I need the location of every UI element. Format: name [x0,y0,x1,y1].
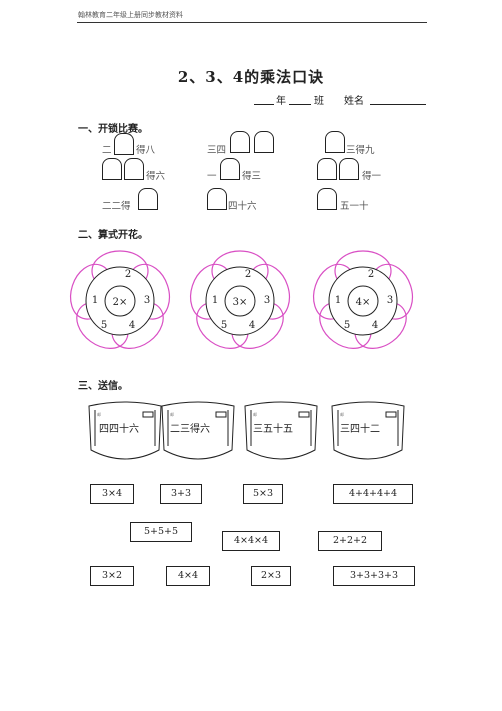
envelope-outline [331,401,405,460]
section-flower-title: 二、算式开花。 [78,230,148,241]
page-header: 翰林教育二年级上册同步教材资料 [78,11,183,19]
lock-blank[interactable] [124,158,144,180]
flower-label-bottom-right: 4 [372,320,378,331]
envelope-postmark: 邮 [340,412,344,417]
flower: 3× 2 1 3 5 4 [189,250,291,349]
lock-blank[interactable] [254,131,274,153]
flower: 4× 2 1 3 5 4 [312,250,414,349]
answer-box[interactable]: 5×3 [243,484,283,504]
lock-blank[interactable] [317,158,337,180]
answer-box[interactable]: 4×4 [166,566,210,586]
name-blank[interactable] [370,93,426,105]
lock-row3-prefix: 二二得 [102,201,131,212]
lock-row2b-suffix: 得三 [242,171,262,182]
lock-blank[interactable] [317,188,337,210]
flower-inner-circle [224,285,256,317]
envelope-label: 四四十六 [99,424,139,435]
envelope-postmark: 邮 [253,412,257,417]
flower-label-center: 4× [356,297,371,308]
answer-box[interactable]: 3×2 [90,566,134,586]
envelope: 邮四四十六 [87,398,163,464]
flower-label-bottom-left: 5 [344,320,350,331]
lock-blank[interactable] [207,188,227,210]
envelope: 邮三五十五 [243,398,319,464]
flower-label-left: 1 [335,295,341,306]
lock-row2c-suffix: 得一 [362,171,382,182]
envelope: 邮二三得六 [160,398,236,464]
lock-blank[interactable] [339,158,359,180]
answer-box[interactable]: 2+2+2 [318,531,382,551]
flower-label-right: 3 [264,295,270,306]
flower-label-bottom-right: 4 [129,320,135,331]
envelope-outline [244,401,318,460]
flower-outer-circle [205,266,275,336]
lock-blank[interactable] [220,158,240,180]
envelope-postmark: 邮 [170,412,174,417]
answer-box[interactable]: 3+3+3+3 [333,566,415,586]
flower-label-bottom-left: 5 [101,320,107,331]
year-blank[interactable] [254,93,274,105]
flower: 2× 2 1 3 5 4 [69,250,171,349]
answer-box[interactable]: 3+3 [160,484,202,504]
lock-row1-prefix: 二 [102,145,112,156]
lock-blank[interactable] [114,133,134,155]
lock-row1c-suffix: 三得九 [346,145,375,156]
lock-row1b-prefix: 三四 [207,145,227,156]
answer-box[interactable]: 4+4+4+4 [333,484,413,504]
flower-label-top: 2 [368,269,374,280]
envelope-outline [88,401,162,460]
year-label: 年 [276,96,286,107]
envelope-postmark: 邮 [97,412,101,417]
flower-label-right: 3 [387,295,393,306]
flower-label-left: 1 [92,295,98,306]
section-unlock-title: 一、开锁比赛。 [78,124,148,135]
answer-box[interactable]: 3×4 [90,484,134,504]
flower-outer-circle [85,266,155,336]
flower-label-top: 2 [125,269,131,280]
flower-label-bottom-right: 4 [249,320,255,331]
answer-box[interactable]: 4×4×4 [222,531,280,551]
class-label: 班 [314,96,324,107]
lock-blank[interactable] [138,188,158,210]
envelope-label: 三五十五 [253,424,293,435]
flowers-figure: 2× 2 1 3 5 4 3× 2 1 3 5 4 4× 2 1 3 5 4 [69,250,414,349]
page-title: 2、3、4的乘法口诀 [177,68,325,86]
flower-label-top: 2 [245,269,251,280]
lock-blank[interactable] [102,158,122,180]
envelope-outline [161,401,235,460]
answer-box[interactable]: 5+5+5 [130,522,192,542]
flower-inner-circle [347,285,379,317]
flower-label-center: 3× [233,297,248,308]
lock-blank[interactable] [325,131,345,153]
flower-label-bottom-left: 5 [221,320,227,331]
envelope-label: 三四十二 [340,424,380,435]
header-divider [77,22,427,23]
lock-row3c-suffix: 五一十 [340,201,369,212]
lock-row2-suffix: 得六 [146,171,166,182]
flower-label-center: 2× [113,297,128,308]
answer-box[interactable]: 2×3 [251,566,291,586]
flower-label-right: 3 [144,295,150,306]
flower-inner-circle [104,285,136,317]
class-blank[interactable] [289,93,311,105]
section-letter-title: 三、送信。 [78,381,128,392]
lock-row1-suffix: 得八 [136,145,156,156]
lock-row3b-suffix: 四十六 [228,201,257,212]
flower-label-left: 1 [212,295,218,306]
lock-row2b-prefix: 一 [207,171,217,182]
flower-outer-circle [328,266,398,336]
name-label: 姓名 [344,96,364,107]
envelope: 邮三四十二 [330,398,406,464]
envelope-label: 二三得六 [170,424,210,435]
lock-blank[interactable] [230,131,250,153]
